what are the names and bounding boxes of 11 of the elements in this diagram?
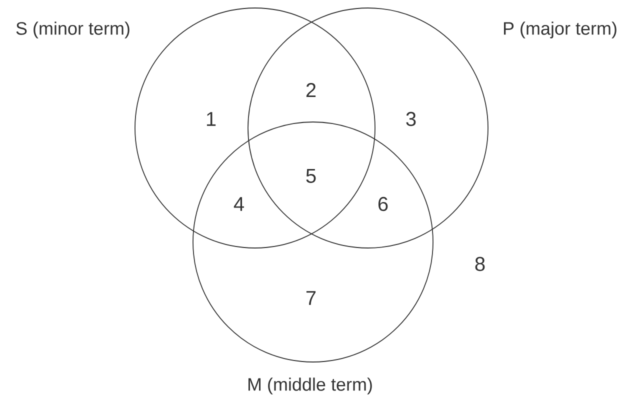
circle-label: S (minor term) <box>16 22 130 38</box>
region-number: 8 <box>475 256 485 272</box>
region-number: 4 <box>234 197 244 211</box>
region-number: 6 <box>378 196 388 212</box>
region-number: 5 <box>306 169 316 183</box>
region-number: 7 <box>306 291 316 305</box>
circle-label: P (major term) <box>504 22 616 38</box>
circle-label: M (middle term) <box>248 378 372 394</box>
region-number: 1 <box>206 112 216 126</box>
region-number: 2 <box>306 83 316 97</box>
region-number: 3 <box>406 112 416 126</box>
